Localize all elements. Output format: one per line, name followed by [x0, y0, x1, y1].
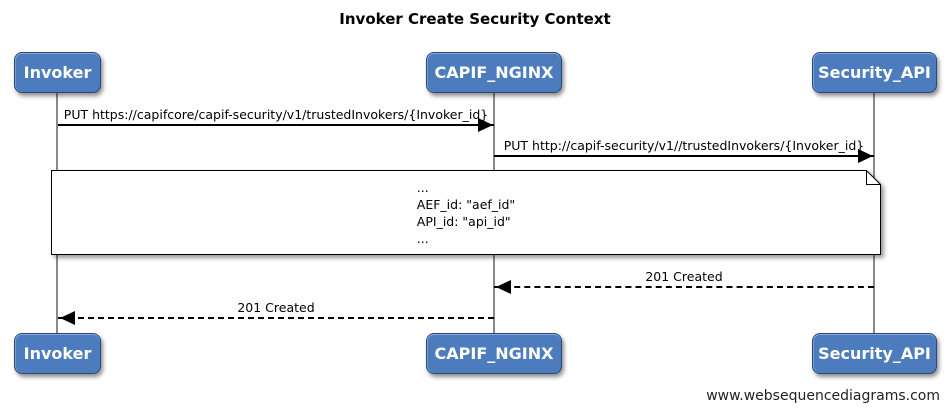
- message-2-arrowhead-icon: [858, 149, 873, 163]
- actor-capif-nginx-label: CAPIF_NGINX: [434, 344, 554, 363]
- note-shape: [51, 170, 881, 255]
- actor-security-api-label: Security_API: [818, 344, 931, 363]
- actor-security-api-label: Security_API: [818, 63, 931, 82]
- actor-invoker-label: Invoker: [23, 63, 92, 82]
- note-line: API_id: "api_id": [416, 213, 511, 229]
- actor-security-api-top: Security_API: [812, 52, 937, 93]
- actor-capif-nginx-label: CAPIF_NGINX: [434, 63, 554, 82]
- actor-invoker-bottom: Invoker: [14, 333, 101, 374]
- actor-security-api-bottom: Security_API: [812, 333, 937, 374]
- message-3-label: 201 Created: [645, 269, 723, 284]
- note-line: ...: [416, 179, 429, 195]
- diagram-title: Invoker Create Security Context: [339, 10, 611, 28]
- actor-invoker-top: Invoker: [14, 52, 101, 93]
- note-line: AEF_id: "aef_id": [416, 196, 516, 212]
- message-3-line: [494, 286, 874, 288]
- message-4-line: [58, 317, 494, 319]
- note-line: ...: [416, 230, 429, 246]
- message-1-line: [58, 124, 494, 126]
- message-4-label: 201 Created: [237, 300, 315, 315]
- note: ... AEF_id: "aef_id" API_id: "api_id" ..…: [51, 170, 881, 255]
- actor-capif-nginx-top: CAPIF_NGINX: [426, 52, 562, 93]
- watermark: www.websequencediagrams.com: [706, 388, 940, 404]
- message-1-arrowhead-icon: [478, 118, 493, 132]
- message-2-label: PUT http://capif-security/v1//trustedInv…: [503, 138, 865, 153]
- message-2-line: [494, 155, 874, 157]
- message-3-arrowhead-icon: [496, 280, 511, 294]
- actor-capif-nginx-bottom: CAPIF_NGINX: [426, 333, 562, 374]
- actor-invoker-label: Invoker: [23, 344, 92, 363]
- message-1-label: PUT https://capifcore/capif-security/v1/…: [63, 107, 489, 122]
- message-4-arrowhead-icon: [60, 311, 75, 325]
